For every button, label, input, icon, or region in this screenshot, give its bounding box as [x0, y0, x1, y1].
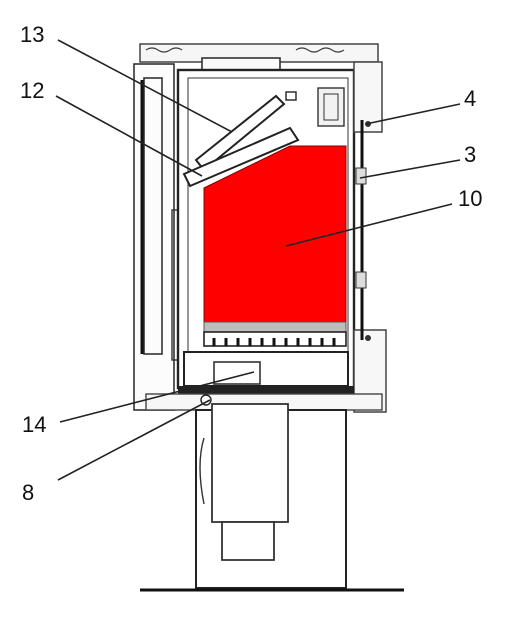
- callout-14: 14: [22, 412, 46, 437]
- leader-8: [57, 399, 211, 481]
- grate: [203, 321, 347, 347]
- leader-lines: [55, 39, 461, 481]
- callout-labels: 13 12 4 3 10 14 8: [20, 22, 482, 505]
- callout-3: 3: [464, 142, 476, 167]
- leader-4: [365, 103, 461, 125]
- left-side-panel: [133, 63, 185, 411]
- callout-12: 12: [20, 78, 44, 103]
- leader-12: [55, 95, 203, 177]
- pedestal: [140, 403, 404, 592]
- ash-pan: [145, 351, 383, 411]
- callout-8: 8: [22, 480, 34, 505]
- callout-13: 13: [20, 22, 44, 47]
- right-side-panel: [353, 61, 387, 413]
- leader-14: [59, 371, 255, 423]
- baffle-plates: [182, 91, 300, 188]
- firebox: [203, 145, 347, 323]
- callout-4: 4: [464, 86, 476, 111]
- leader-3: [359, 159, 461, 179]
- leader-10: [285, 203, 453, 247]
- callout-10: 10: [458, 186, 482, 211]
- leader-13: [57, 39, 233, 133]
